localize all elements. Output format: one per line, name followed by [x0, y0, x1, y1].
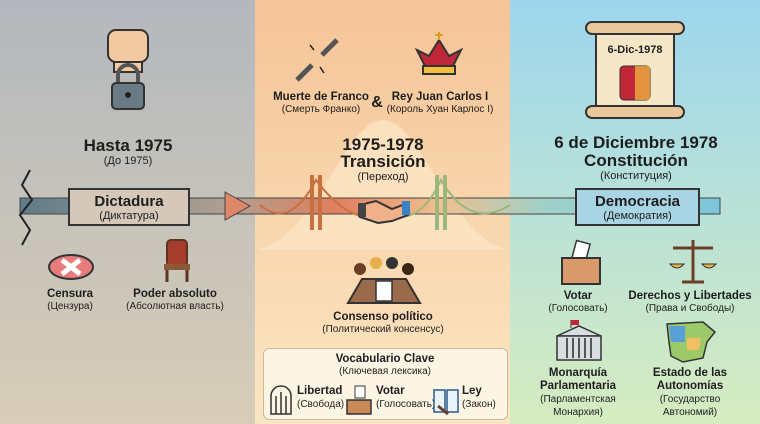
- item-sub: (Абсолютная власть): [126, 301, 224, 312]
- dictadura-banner: Dictadura (Диктатура): [68, 188, 190, 226]
- event-label: Muerte de Franco: [273, 91, 369, 103]
- item-sub: (Государство: [659, 394, 721, 405]
- item-label: Monarquía: [548, 367, 608, 379]
- throne-icon: [164, 239, 190, 282]
- vocab-item-label: Libertad: [297, 385, 343, 397]
- era-title: Hasta 1975: [83, 136, 173, 155]
- law-book-icon: [433, 389, 459, 416]
- transition-years: 1975-1978: [342, 135, 424, 154]
- event-sub: (Король Хуан Карлос I): [386, 104, 494, 115]
- item-sub: (Права и Свободы): [645, 303, 735, 314]
- vocab-item-sub: (Голосовать): [376, 399, 436, 410]
- item-label: Votar: [563, 290, 593, 302]
- transition-subtitle: (Переход): [357, 171, 409, 183]
- vocab-item-sub: (Свобода): [297, 399, 345, 410]
- meeting-table-icon: [346, 257, 422, 304]
- constitution-subtitle: (Конституция): [600, 170, 672, 182]
- scroll-date: 6-Dic-1978: [607, 44, 663, 56]
- vocab-item-sub: (Закон): [462, 399, 496, 410]
- broken-chain-icon: [295, 38, 339, 82]
- spain-autonomies-map-icon: [666, 321, 717, 363]
- vocab-item-label: Votar: [376, 385, 405, 397]
- scales-of-justice-icon: [668, 240, 718, 284]
- item-sub: (Голосовать): [548, 303, 608, 314]
- constitution-scroll-icon: [585, 21, 685, 119]
- consensus-sub: (Политический консенсус): [322, 324, 444, 335]
- event-label: Rey Juan Carlos I: [391, 91, 489, 103]
- item-label: Derechos y Libertades: [628, 290, 752, 302]
- ballot-box-icon: [346, 385, 372, 415]
- era-subtitle: (До 1975): [103, 155, 153, 167]
- item-label: Censura: [46, 288, 94, 300]
- parliament-building-icon: [556, 320, 602, 361]
- democracia-banner: Democracia (Демократия): [575, 188, 700, 226]
- item-sub: Автономий): [662, 407, 718, 418]
- ampersand: &: [371, 94, 383, 111]
- handshake-icon: [358, 199, 410, 225]
- vocabulary-box: [263, 348, 508, 420]
- item-sub: (Парламентская: [540, 394, 616, 405]
- item-label: Parlamentaria: [539, 380, 617, 392]
- censored-lips-icon: [48, 254, 94, 280]
- ballot-box-icon: [561, 239, 601, 285]
- crown-icon: [414, 32, 464, 75]
- banner-label: Dictadura: [94, 193, 164, 210]
- vocab-sub: (Ключевая лексика): [339, 366, 431, 377]
- item-sub: (Цензура): [47, 301, 93, 312]
- banner-label: Democracia: [594, 193, 681, 210]
- event-sub: (Смерть Франко): [281, 104, 361, 115]
- vocab-title: Vocabulario Clave: [335, 353, 435, 365]
- vocab-item-label: Ley: [462, 385, 482, 397]
- banner-sub: (Демократия): [603, 210, 672, 222]
- item-label: Estado de las: [652, 367, 728, 379]
- birdcage-icon: [270, 385, 292, 415]
- transition-title: Transición: [340, 152, 426, 171]
- fist-lock-icon: [107, 29, 149, 110]
- item-label: Autonomías: [656, 380, 724, 392]
- constitution-date: 6 de Diciembre 1978: [554, 133, 718, 152]
- banner-sub: (Диктатура): [99, 210, 159, 222]
- constitution-title: Constitución: [584, 151, 688, 170]
- item-label: Poder absoluto: [133, 288, 217, 300]
- item-sub: Монархия): [553, 407, 603, 418]
- consensus-label: Consenso político: [333, 311, 433, 323]
